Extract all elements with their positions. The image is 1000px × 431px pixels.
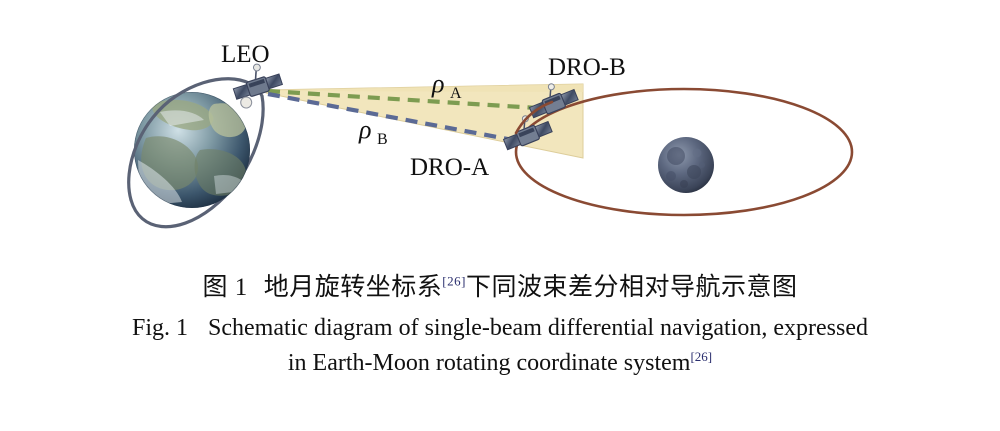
leo-satellite-icon	[232, 63, 284, 109]
caption-english-line2: in Earth-Moon rotating coordinate system…	[0, 348, 1000, 379]
rho-a-label: ρ A	[431, 69, 462, 102]
caption-chinese-text-before: 地月旋转坐标系	[263, 274, 443, 301]
earth-globe	[134, 92, 250, 208]
rho-b-measurement-line	[267, 91, 514, 143]
caption-english-number: Fig. 1	[131, 315, 188, 341]
diagram-area: LEO DRO-B DRO-A ρ A ρ B	[127, 41, 854, 229]
caption-chinese-number: 图 1	[202, 274, 248, 301]
dro-orbit-front-arc	[514, 100, 554, 135]
caption-chinese-reference: [26]	[442, 273, 466, 289]
rho-a-symbol: ρ	[431, 69, 444, 98]
caption-english-text1: Schematic diagram of single-beam differe…	[208, 315, 868, 341]
rho-b-subscript: B	[377, 131, 388, 148]
caption-chinese-text-after: 下同波束差分相对导航示意图	[465, 274, 798, 301]
rho-a-measurement-line	[267, 88, 538, 111]
rho-b-symbol: ρ	[358, 115, 371, 144]
leo-orbit-ellipse-front	[127, 77, 264, 202]
dro-a-satellite-icon	[502, 115, 553, 151]
leo-orbit-ellipse-back	[129, 94, 265, 229]
dro-b-label: DRO-B	[548, 54, 626, 81]
caption-english-text2: in Earth-Moon rotating coordinate system	[287, 349, 691, 376]
dro-a-label: DRO-A	[410, 154, 489, 181]
caption-english-line1: Fig. 1 Schematic diagram of single-beam d…	[0, 313, 1000, 344]
caption-chinese: 图 1 地月旋转坐标系[26]下同波束差分相对导航示意图	[0, 272, 1000, 304]
moon-globe	[658, 137, 714, 193]
rho-a-subscript: A	[450, 85, 462, 102]
diagram-svg: LEO DRO-B DRO-A ρ A ρ B	[127, 41, 854, 229]
caption-english-reference: [26]	[690, 348, 713, 364]
rho-b-label: ρ B	[358, 115, 388, 148]
dro-orbit-ellipse	[514, 87, 854, 217]
leo-label: LEO	[221, 41, 270, 68]
